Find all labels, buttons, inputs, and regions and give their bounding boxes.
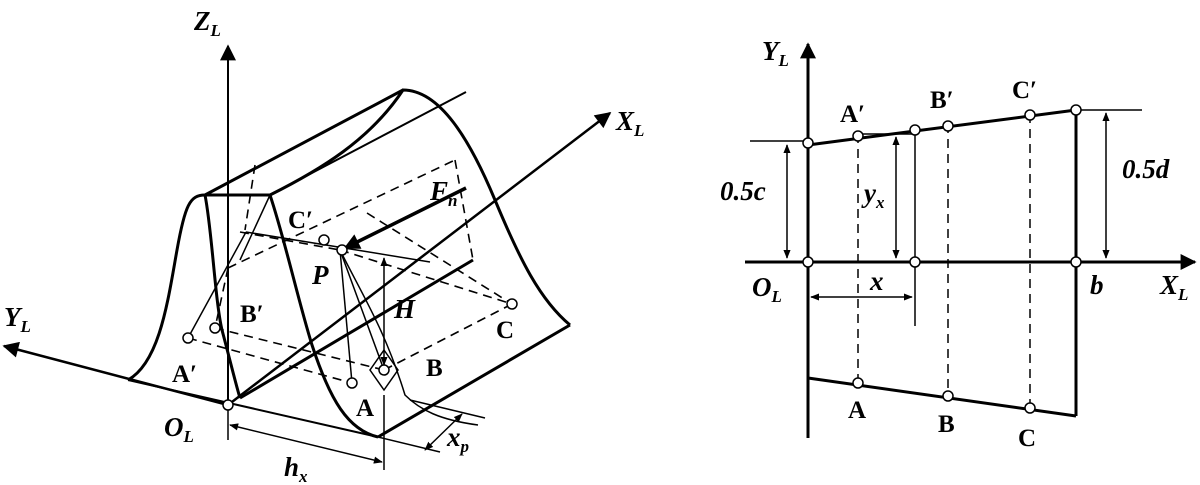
xp-dimension: [424, 413, 463, 451]
right-x-axis-label: XL: [1159, 270, 1188, 304]
line-p-a: [339, 249, 353, 384]
point-b: [378, 364, 390, 376]
y-axis-label: YL: [4, 302, 31, 336]
half-c-label: 0.5c: [720, 176, 766, 206]
tooth-front-profile: [203, 194, 242, 399]
c-prime-label: C′: [288, 207, 313, 234]
b-label: B: [426, 355, 443, 382]
xp-ext-2: [409, 399, 486, 419]
line-a-prime-c-prime: [187, 231, 247, 339]
hx-dimension: [229, 423, 383, 464]
r-b-label: B: [938, 411, 955, 438]
point-p-label: P: [311, 260, 329, 290]
force-label: Fn: [429, 176, 457, 210]
tooth-inner-diag: [239, 258, 474, 400]
point-a: [346, 377, 358, 389]
left-diagram: ZL YL XL OL Fn P H hx xp C′ B′ A′ A B C: [2, 6, 644, 485]
r-c-prime-label: C′: [1012, 77, 1037, 104]
b-prime-label: B′: [240, 301, 264, 328]
point-c: [506, 298, 518, 310]
tooth-top-edge-2: [269, 91, 467, 196]
b-dim-label: b: [1090, 270, 1104, 300]
xp-label: xp: [446, 422, 469, 456]
r-point-x: [909, 256, 921, 268]
right-dashes: [857, 114, 1031, 408]
point-p: [336, 244, 348, 256]
point-b-prime: [209, 322, 221, 334]
r-a-prime-label: A′: [840, 101, 865, 128]
r-point-origin: [802, 256, 814, 268]
half-d-label: 0.5d: [1122, 154, 1170, 184]
x-axis-label: XL: [615, 106, 644, 140]
point-origin: [222, 399, 234, 411]
a-label: A: [356, 395, 374, 422]
origin-label: OL: [164, 412, 194, 446]
r-point-top-right: [1070, 104, 1082, 116]
point-c-prime: [318, 234, 330, 246]
r-point-c: [1024, 402, 1036, 414]
c-label: C: [496, 317, 514, 344]
r-point-b-prime: [942, 120, 954, 132]
z-axis-label: ZL: [193, 6, 221, 40]
force-arrow: [343, 186, 467, 250]
tooth-top-edge: [204, 88, 404, 197]
r-c-label: C: [1018, 425, 1036, 452]
hx-label: hx: [284, 452, 308, 485]
r-a-label: A: [848, 397, 866, 424]
tooth-back-profile: [127, 88, 571, 382]
tooth-mid-line: [239, 194, 271, 261]
a-prime-label: A′: [172, 361, 197, 388]
right-y-axis-label: YL: [762, 36, 789, 70]
r-point-yx: [909, 124, 921, 136]
tooth-bottom-edge: [377, 323, 571, 439]
r-point-c-prime: [1024, 109, 1036, 121]
line-p-h: [339, 249, 385, 371]
r-point-b: [1070, 256, 1082, 268]
right-diagram: YL XL OL 0.5c 0.5d yx x b A′ B′ C′ A B C: [720, 36, 1197, 452]
r-point-b-lower: [942, 390, 954, 402]
right-origin-label: OL: [752, 272, 782, 306]
x-axis: [227, 112, 612, 406]
diamond-marker: [369, 348, 399, 392]
yx-label: yx: [861, 178, 885, 212]
x-dim-label: x: [869, 266, 884, 296]
r-point-a: [852, 377, 864, 389]
r-point-top-left: [802, 137, 814, 149]
r-b-prime-label: B′: [930, 87, 954, 114]
point-a-prime: [182, 332, 194, 344]
r-point-a-prime: [852, 130, 864, 142]
height-label: H: [393, 294, 416, 324]
construction-dashes: [187, 159, 513, 384]
